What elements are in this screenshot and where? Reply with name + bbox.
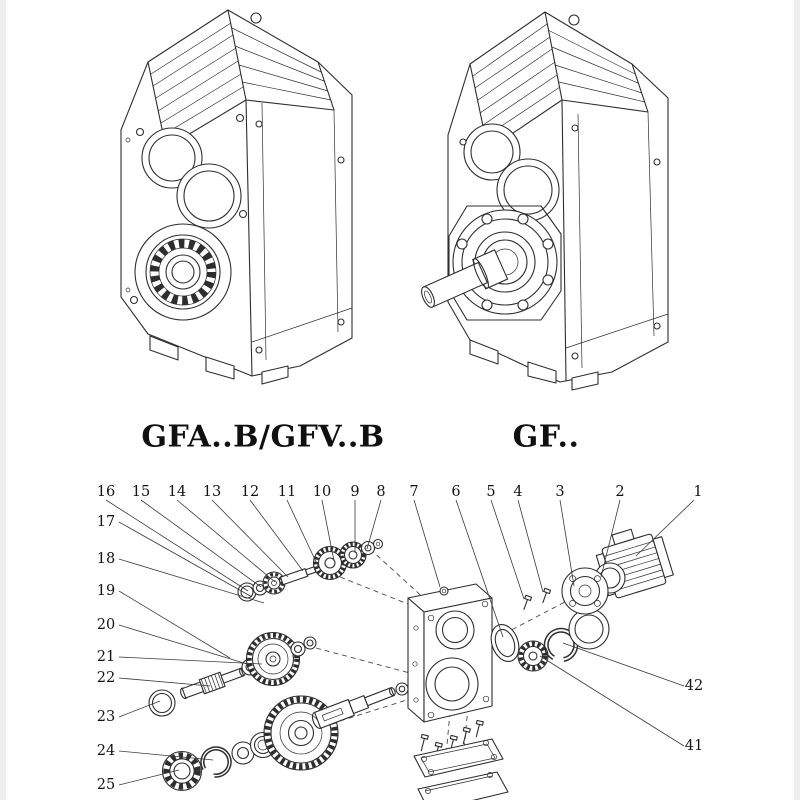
callout-4: 4 [513,483,523,500]
callout-42: 42 [684,677,704,694]
gearbox-gf-drawing [421,11,669,391]
callout-23: 23 [96,708,116,725]
callout-3: 3 [555,483,565,500]
model-label-left: GFA..B/GFV..B [141,419,385,455]
callout-17: 17 [96,513,116,530]
exploded-parts-diagram [105,499,695,800]
callout-16: 16 [96,483,116,500]
output-shaft-parts [161,682,409,792]
callout-11: 11 [277,483,297,500]
callout-5: 5 [486,483,496,500]
page-edge-right [794,0,800,800]
cover-and-fasteners [413,719,509,800]
callout-9: 9 [350,483,360,500]
callout-15: 15 [131,483,151,500]
callout-13: 13 [202,483,222,500]
model-label-right: GF.. [512,419,580,455]
callout-2: 2 [615,483,625,500]
callout-12: 12 [240,483,260,500]
callout-25: 25 [96,776,116,793]
leader-lines [105,499,695,786]
page-edge-left [0,0,6,800]
callout-24: 24 [96,742,116,759]
callout-8: 8 [376,483,386,500]
callout-1: 1 [693,483,703,500]
callout-10: 10 [312,483,332,500]
housing [407,583,493,723]
callout-18: 18 [96,550,116,567]
callout-20: 20 [96,616,116,633]
callout-6: 6 [451,483,461,500]
callout-19: 19 [96,582,116,599]
callout-41: 41 [684,737,704,754]
callout-22: 22 [96,669,116,686]
motor-side-parts [490,528,674,672]
callout-21: 21 [96,648,116,665]
gearbox-gfab-drawing [120,9,353,385]
callout-7: 7 [409,483,419,500]
callout-14: 14 [167,483,187,500]
